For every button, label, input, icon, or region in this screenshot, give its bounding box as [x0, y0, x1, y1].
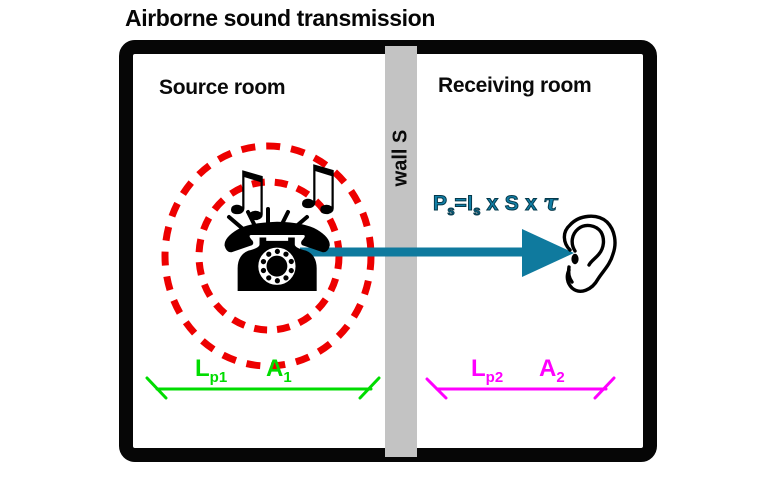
page-title: Airborne sound transmission — [125, 5, 435, 31]
formula-P: P — [432, 192, 448, 216]
lp2-subscript: p2 — [485, 368, 504, 386]
formula-equals: = — [454, 192, 468, 216]
formula-times2: x — [519, 192, 544, 216]
receiving-absorption-label: A2 — [539, 357, 565, 385]
music-notes-icon: ♫ — [291, 153, 345, 223]
music-notes-icon: ♫ — [220, 159, 274, 229]
formula-I-sub: s — [473, 203, 481, 219]
transmission-arrow-icon — [300, 229, 574, 277]
telephone-icon: ☎ — [218, 204, 337, 314]
receiving-level-label: Lp2 — [471, 357, 503, 385]
source-room-label: Source room — [159, 76, 286, 99]
source-absorption-label: A1 — [266, 357, 292, 385]
lp1-letter: L — [195, 355, 210, 382]
wall-label: wall S — [389, 129, 412, 187]
formula-S: S — [504, 192, 520, 216]
formula-P-sub: s — [447, 203, 455, 219]
receiving-room-label: Receiving room — [438, 74, 592, 97]
a2-letter: A — [539, 355, 557, 382]
formula-I: I — [467, 192, 474, 216]
a1-letter: A — [266, 355, 284, 382]
sound-ray-icons — [227, 207, 309, 231]
formula-times1: x — [480, 192, 505, 216]
lp2-letter: L — [471, 355, 486, 382]
transmitted-power-formula: Ps=Is x S x τ — [432, 190, 559, 219]
lp1-subscript: p1 — [209, 368, 228, 386]
source-level-label: Lp1 — [195, 357, 227, 385]
formula-tau: τ — [543, 190, 559, 217]
receiving-measure-bracket — [425, 376, 616, 400]
ear-icon — [562, 214, 617, 293]
a2-subscript: 2 — [556, 368, 565, 386]
source-measure-bracket — [145, 376, 381, 400]
a1-subscript: 1 — [283, 368, 292, 386]
